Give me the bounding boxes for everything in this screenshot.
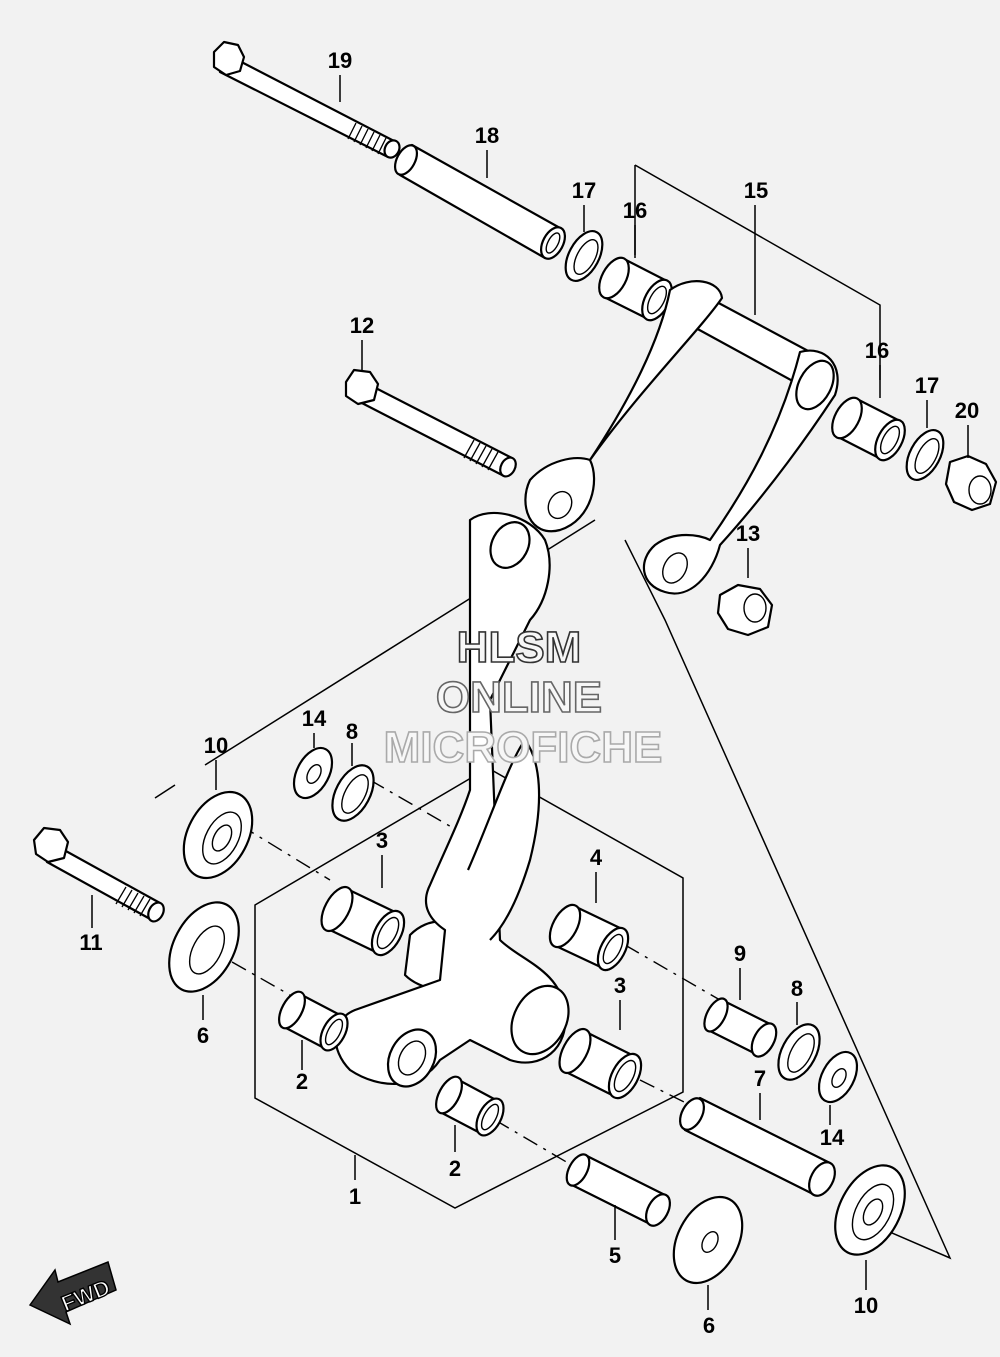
- part-7-collar: [678, 1096, 836, 1197]
- part-3-bearing-lower: [558, 1027, 643, 1100]
- callout-3-lower: 3: [614, 973, 626, 998]
- callout-20: 20: [955, 398, 979, 423]
- part-17-seal-lower: [905, 429, 945, 481]
- part-15-cushion-rod: [524, 280, 839, 595]
- callout-17-lower: 17: [915, 373, 939, 398]
- callout-7: 7: [754, 1066, 766, 1091]
- callout-9: 9: [734, 941, 746, 966]
- part-6-washer-lower: [672, 1195, 744, 1285]
- part-18-sleeve: [393, 143, 567, 260]
- callout-19: 19: [328, 48, 352, 73]
- part-17-seal-upper: [564, 230, 604, 282]
- callout-2-left: 2: [296, 1069, 308, 1094]
- watermark-line-3: MICROFICHE: [384, 723, 663, 772]
- part-16-bearing-upper: [598, 256, 673, 322]
- callout-1: 1: [349, 1184, 361, 1209]
- part-11-bolt: [32, 826, 165, 923]
- callout-18: 18: [475, 123, 499, 148]
- part-10-washer-upper: [182, 790, 254, 880]
- callout-17-upper: 17: [572, 178, 596, 203]
- part-16-bearing-lower: [831, 396, 906, 462]
- part-1-cushion-lever: [334, 511, 570, 1088]
- part-2-bearing-left: [278, 990, 349, 1052]
- callout-16-lower: 16: [865, 338, 889, 363]
- part-13-nut: [716, 583, 774, 637]
- part-2-bearing-lower: [435, 1075, 505, 1137]
- callout-5: 5: [609, 1243, 621, 1268]
- callout-6-left: 6: [197, 1023, 209, 1048]
- callout-8-lower: 8: [791, 976, 803, 1001]
- callout-10-upper: 10: [204, 733, 228, 758]
- part-8-seal-upper: [331, 764, 375, 822]
- part-20-nut: [944, 454, 998, 512]
- callout-10-lower: 10: [854, 1293, 878, 1318]
- part-14-washer-upper: [292, 746, 334, 800]
- callout-14-upper: 14: [302, 706, 327, 731]
- part-19-bolt: [212, 40, 401, 159]
- callout-13: 13: [736, 521, 760, 546]
- watermark-line-1: HLSM: [457, 623, 582, 672]
- fwd-arrow-icon: FWD: [28, 1260, 117, 1326]
- callout-8-upper: 8: [346, 719, 358, 744]
- callout-16-upper: 16: [623, 198, 647, 223]
- part-3-bearing-upper: [320, 885, 406, 957]
- part-10-washer-lower: [834, 1164, 906, 1256]
- callout-4: 4: [590, 845, 603, 870]
- leader-lines: [91, 75, 969, 1310]
- callout-2-lower: 2: [449, 1156, 461, 1181]
- part-9-collar: [703, 997, 778, 1058]
- watermark-line-2: ONLINE: [436, 673, 602, 722]
- center-lines: [231, 779, 721, 1171]
- part-14-washer-lower: [817, 1050, 859, 1104]
- callout-12: 12: [350, 313, 374, 338]
- callout-14-lower: 14: [820, 1125, 845, 1150]
- part-12-bolt: [344, 368, 517, 478]
- part-6-washer-left: [168, 901, 240, 993]
- part-4-bearing: [548, 903, 630, 972]
- callout-15: 15: [744, 178, 768, 203]
- callout-3-upper: 3: [376, 828, 388, 853]
- callout-11: 11: [79, 930, 102, 955]
- callout-6-lower: 6: [703, 1313, 715, 1338]
- part-5-collar: [565, 1153, 672, 1227]
- part-8-seal-lower: [777, 1023, 821, 1081]
